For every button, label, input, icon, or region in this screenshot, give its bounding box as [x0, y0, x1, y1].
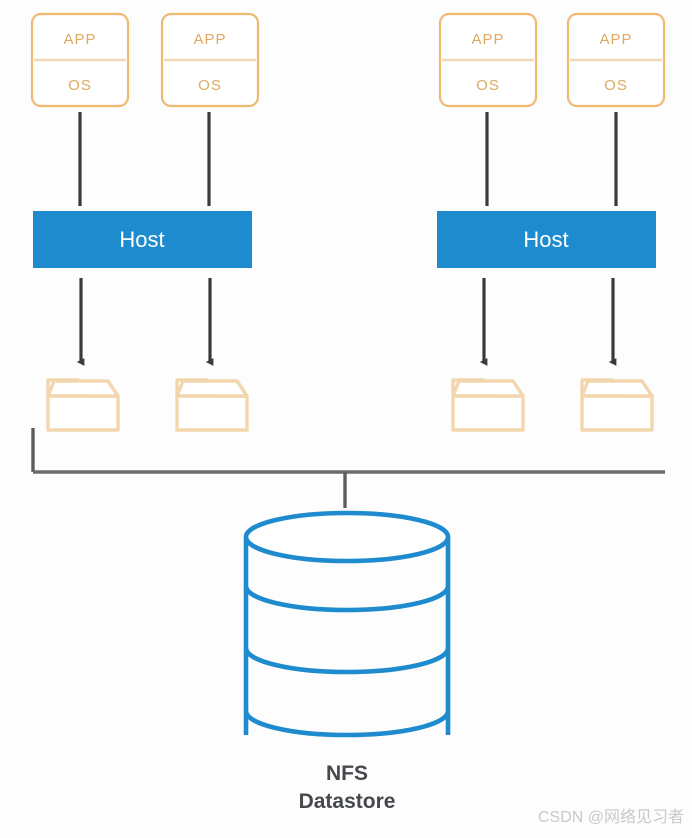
folder-flap	[46, 379, 120, 398]
folder-icon-2[interactable]	[175, 378, 249, 432]
vm-app-label: APP	[599, 31, 632, 48]
vm-box-1[interactable]: APP OS	[30, 12, 130, 108]
host-box-fill	[437, 211, 656, 268]
folder-icon-1[interactable]	[46, 378, 120, 432]
vm-group-left: APP OS APP OS	[30, 12, 260, 108]
vm-os-label: OS	[476, 77, 500, 94]
folder-icon-3[interactable]	[451, 378, 525, 432]
vm-app-label: APP	[193, 31, 226, 48]
folder-flap	[451, 379, 525, 398]
nfs-datastore-cylinder[interactable]	[243, 510, 451, 738]
host-folder-arrows	[76, 278, 617, 366]
cylinder-top-ellipse	[243, 510, 451, 564]
vm-app-label: APP	[63, 31, 96, 48]
datastore-label: NFS Datastore	[299, 762, 396, 813]
host-box-fill	[33, 211, 252, 268]
vm-box-3[interactable]: APP OS	[438, 12, 538, 108]
vm-box-4[interactable]: APP OS	[566, 12, 666, 108]
host-box-right[interactable]: Host	[437, 211, 656, 268]
storage-bus	[31, 428, 665, 508]
folder-icon-4[interactable]	[580, 378, 654, 432]
vm-group-right: APP OS APP OS	[438, 12, 666, 108]
vm-box-2[interactable]: APP OS	[160, 12, 260, 108]
cylinder-band-2	[243, 647, 451, 675]
folder-flap	[580, 379, 654, 398]
cylinder-bottom-arc	[243, 710, 451, 738]
vm-app-label: APP	[471, 31, 504, 48]
vm-os-label: OS	[604, 77, 628, 94]
host-box-left[interactable]: Host	[33, 211, 252, 268]
folder-icons	[46, 378, 654, 432]
watermark: CSDN @网络见习者	[538, 807, 684, 826]
datastore-label-line1: NFS	[326, 762, 368, 785]
vm-os-label: OS	[68, 77, 92, 94]
cylinder-band-1	[243, 585, 451, 613]
vm-os-label: OS	[198, 77, 222, 94]
folder-flap	[175, 379, 249, 398]
host-label: Host	[523, 227, 568, 252]
host-label: Host	[119, 227, 164, 252]
datastore-label-line2: Datastore	[299, 790, 396, 813]
vm-host-connectors	[78, 112, 618, 206]
